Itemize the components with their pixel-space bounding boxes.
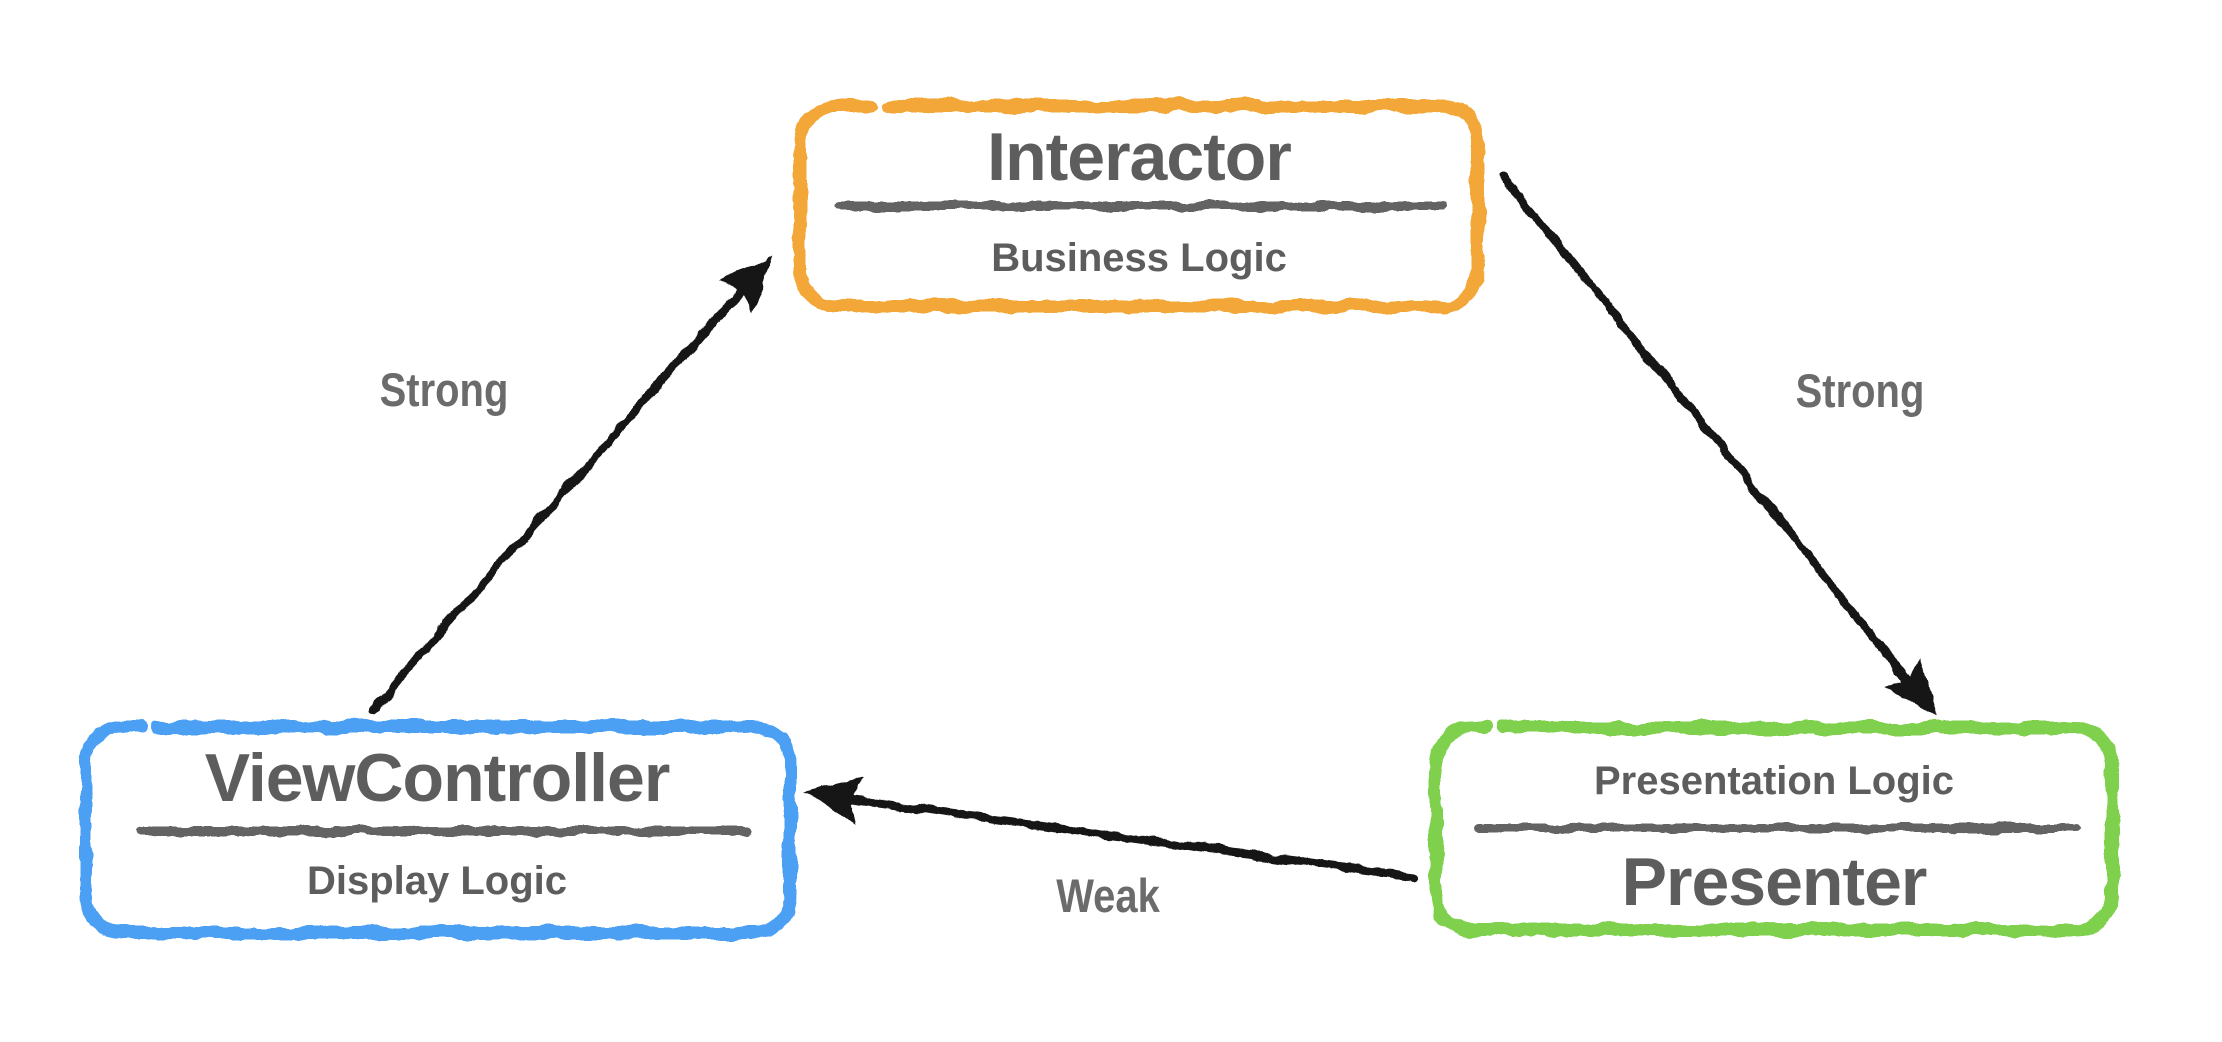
arrow-interactor-to-presenter xyxy=(1499,172,1938,717)
presenter-title: Presenter xyxy=(1622,844,1927,920)
arrow-shaft xyxy=(368,283,748,714)
edge-label-strong-right: Strong xyxy=(1796,366,1925,418)
arrow-presenter-to-viewcontroller xyxy=(804,778,1416,881)
presenter-box xyxy=(1429,721,2119,937)
viewcontroller-box xyxy=(79,720,797,940)
interactor-title: Interactor xyxy=(987,119,1291,195)
edge-label-weak: Weak xyxy=(1056,871,1160,923)
arrow-viewcontroller-to-interactor xyxy=(368,255,773,714)
arrow-shaft xyxy=(849,796,1416,881)
interactor-box xyxy=(793,99,1485,313)
presenter-subtitle: Presentation Logic xyxy=(1594,759,1954,803)
edge-label-strong-left: Strong xyxy=(380,365,509,417)
arrowhead-icon xyxy=(1884,658,1938,717)
arrowhead-icon xyxy=(804,778,863,824)
arrowhead-icon xyxy=(718,255,773,313)
arrow-shaft xyxy=(1499,172,1911,683)
viewcontroller-subtitle: Display Logic xyxy=(307,859,567,903)
interactor-subtitle: Business Logic xyxy=(991,236,1287,280)
viewcontroller-title: ViewController xyxy=(205,740,670,816)
